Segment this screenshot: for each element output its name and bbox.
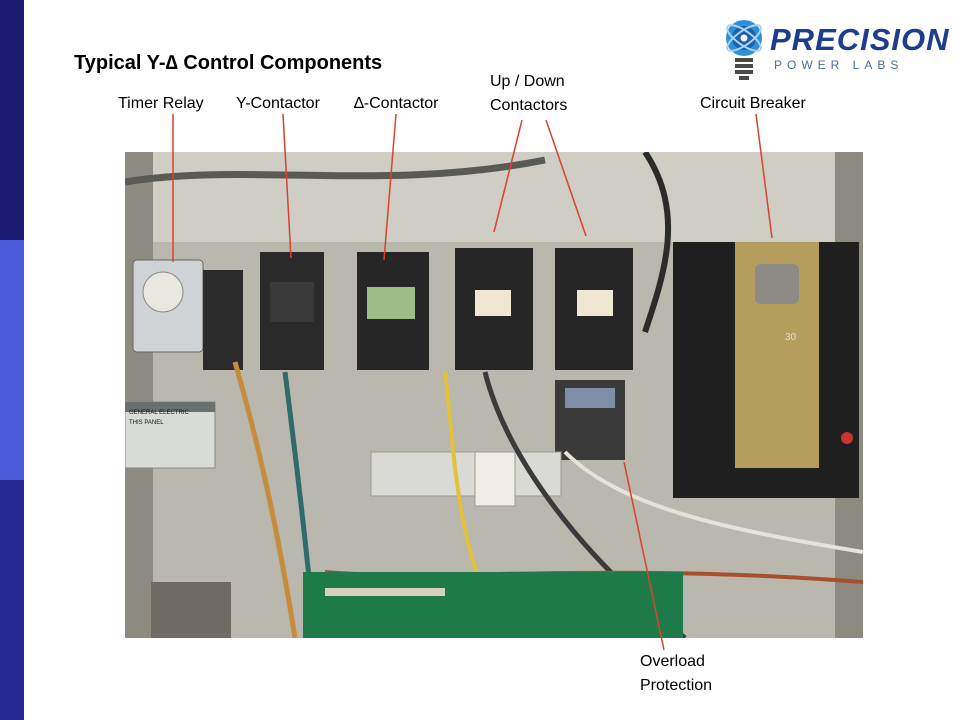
slide-sidebar (0, 0, 24, 720)
transformer (151, 582, 231, 638)
slide-title: Typical Y-∆ Control Components (74, 52, 383, 74)
label-overload-protection: Overload Protection (640, 650, 712, 698)
sidebar-segment-bottom (0, 480, 24, 720)
delta-contactor-indicator (367, 287, 415, 319)
up-contactor-indicator (475, 290, 511, 316)
lightbulb-atom-icon (726, 20, 762, 80)
circuit-breaker-reset (841, 432, 853, 444)
label-up-down-line2: Contactors (490, 97, 568, 114)
breaker-rating: 30 (785, 332, 797, 343)
terminal-block (474, 451, 516, 507)
panel-label-line2: THIS PANEL (129, 420, 164, 426)
precision-power-labs-logo: PRECISION POWER LABS (716, 10, 950, 86)
label-overload-line1: Overload (640, 653, 705, 670)
label-timer-relay: Timer Relay (118, 95, 204, 112)
circuit-breaker-handle (755, 264, 799, 304)
circuit-board-connector (325, 588, 445, 596)
panel-label-line1: GENERAL ELECTRIC (129, 410, 189, 416)
down-contactor-indicator (577, 290, 613, 316)
y-contactor-face (270, 282, 314, 322)
label-up-down-contactors: Up / Down Contactors (490, 70, 567, 118)
logo-text-power-labs: POWER LABS (774, 58, 904, 72)
label-up-down-line1: Up / Down (490, 73, 565, 90)
sidebar-segment-top (0, 0, 24, 240)
wire-orange-1 (232, 361, 298, 638)
label-y-contactor: Y-Contactor (236, 95, 320, 112)
panel-left-edge (125, 152, 153, 638)
timer-relay-dial (142, 271, 184, 313)
timer-relay-base (203, 270, 243, 370)
label-circuit-breaker: Circuit Breaker (700, 95, 806, 112)
panel-info-label (125, 401, 216, 469)
sidebar-segment-middle (0, 240, 24, 480)
overload-relay-dial (565, 388, 615, 408)
logo-text-precision: PRECISION (770, 22, 950, 57)
wire-white-1 (563, 450, 863, 554)
label-delta-contactor: ∆-Contactor (354, 95, 439, 112)
control-panel-photo: 30 GENERAL ELECTRIC THIS PANEL (125, 152, 863, 638)
label-overload-line2: Protection (640, 677, 713, 694)
wire-bundle-top (125, 156, 546, 186)
circuit-board (303, 572, 683, 638)
wire-top-black (642, 152, 672, 333)
